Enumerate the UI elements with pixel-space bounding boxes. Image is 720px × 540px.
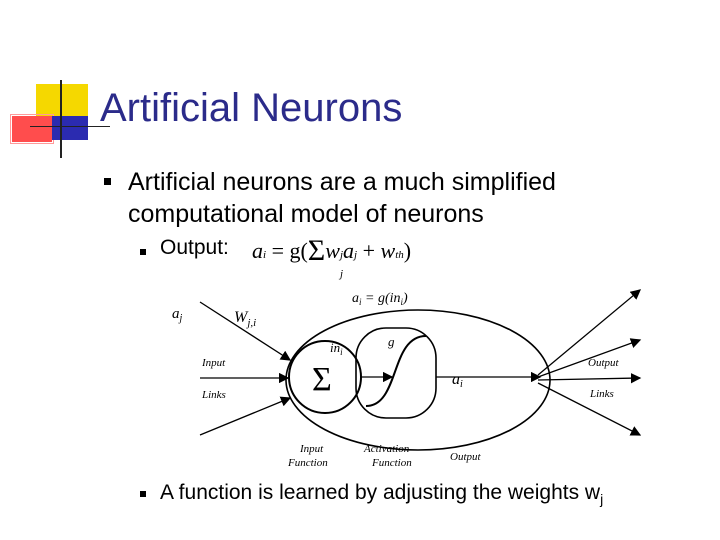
activation-function-label-2: Function <box>371 457 412 469</box>
output-link-1 <box>537 289 641 376</box>
diagram-top-eq-a: a <box>352 291 359 306</box>
diagram-g: g <box>388 334 395 349</box>
bullet-text-weights-main: A function is learned by adjusting the w… <box>160 481 601 504</box>
input-link-1 <box>199 301 292 361</box>
diagram-aj: aj <box>172 306 183 324</box>
formula-a2: a <box>343 238 355 263</box>
input-link-3 <box>199 396 292 436</box>
diagram-top-eq-rest: = g(in <box>362 291 401 306</box>
output-label: Output <box>450 451 482 463</box>
diagram-top-eq-sub: i <box>359 297 362 307</box>
formula-sigma-sub: j <box>340 268 344 280</box>
diagram-top-eq-sub2: i <box>401 297 404 307</box>
bullet-marker-3 <box>140 491 146 497</box>
formula-plus: + <box>357 238 381 263</box>
output-links-label-1: Output <box>588 357 620 369</box>
formula-a2-sub: j <box>354 249 358 261</box>
output-link-3 <box>537 372 642 384</box>
bullet-text-weights-sub: j <box>600 491 604 508</box>
formula-close: ) <box>403 238 412 263</box>
title-decoration-horizontal-line <box>30 126 110 127</box>
neuron-diagram: Σ ini g ai aj Wj,i ai = g(ini) Input Lin… <box>172 289 642 469</box>
formula-wth-sub: th <box>395 249 404 261</box>
sigmoid-curve <box>365 335 427 407</box>
diagram-top-eq-close: ) <box>402 291 408 306</box>
title-decoration-red-square <box>12 116 52 142</box>
output-links-label-2: Links <box>589 388 614 400</box>
diagram-ai-sub: i <box>460 379 463 390</box>
output-link-2 <box>537 338 642 378</box>
diagram-wji-text: W <box>234 309 249 326</box>
diagram-ai-text: a <box>452 371 460 388</box>
formula-eq: = g( <box>266 238 308 263</box>
formula-w: w <box>325 238 340 263</box>
formula-sigma: Σ <box>307 234 326 267</box>
title-decoration-vertical-line <box>60 80 62 158</box>
input-function-label-2: Function <box>287 457 328 469</box>
bullet-marker-2 <box>140 249 146 255</box>
bullet-text-output-label: Output: <box>160 236 229 259</box>
diagram-in: ini <box>330 340 343 357</box>
input-links-label-1: Input <box>201 357 226 369</box>
slide-title: Artificial Neurons <box>100 86 403 130</box>
diagram-aj-sub: j <box>178 313 183 324</box>
activation-function-label-1: Activation <box>363 443 410 455</box>
diagram-aj-text: a <box>172 306 180 322</box>
formula-a-sub: i <box>263 249 267 261</box>
formula-w-sub: j <box>339 249 344 261</box>
activation-function-box <box>355 327 437 419</box>
output-formula: ai = g(Σwjaj + wth) j <box>252 232 412 280</box>
diagram-sigma: Σ <box>312 361 332 398</box>
input-function-label-1: Input <box>299 443 324 455</box>
input-links-label-2: Links <box>201 389 226 401</box>
title-decoration-blue-square <box>52 116 88 140</box>
formula-wth: w <box>380 238 396 263</box>
diagram-in-sub: i <box>340 347 343 357</box>
title-decoration-red-outline <box>10 114 54 144</box>
diagram-ai: ai <box>452 371 463 390</box>
formula-a: a <box>252 238 263 263</box>
output-link-4 <box>537 382 642 436</box>
bullet-marker-1 <box>104 178 111 185</box>
diagram-wji-sub: j,i <box>245 317 256 329</box>
diagram-in-text: in <box>330 340 340 355</box>
bullet-text-1: Artificial neurons are a much simplified… <box>128 168 556 228</box>
diagram-top-equation: ai = g(ini) <box>352 291 408 307</box>
diagram-wji: Wj,i <box>234 309 256 329</box>
bullet-text-weights: A function is learned by adjusting the w… <box>160 481 603 507</box>
